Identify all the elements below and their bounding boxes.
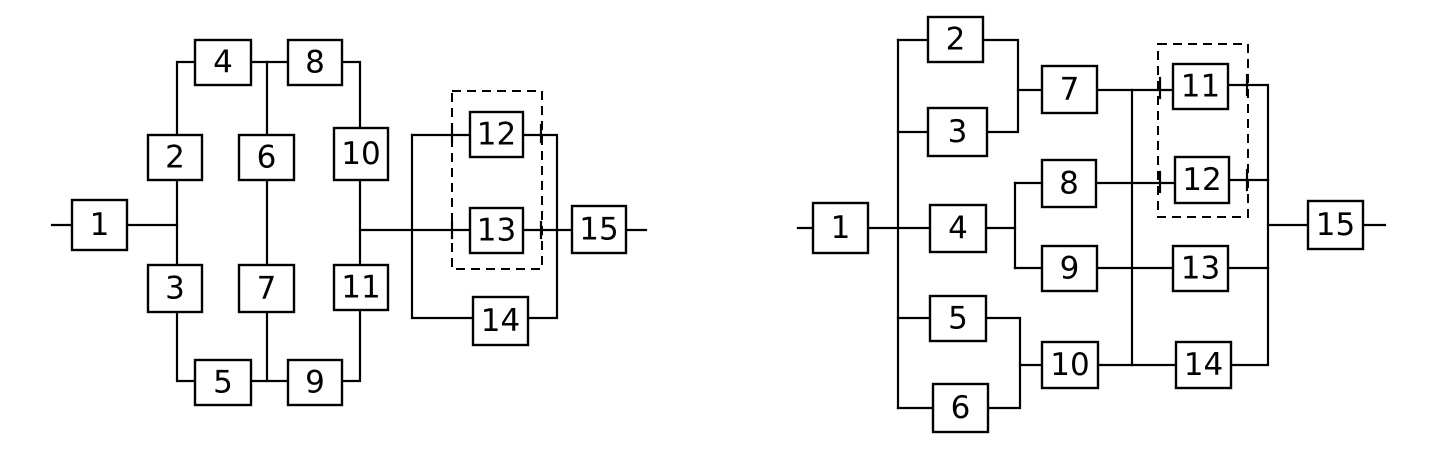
- diagram-left-block-3: 3: [146, 263, 204, 314]
- diagram-right-block-13: 13: [1171, 244, 1230, 293]
- diagram-right-block-10: 10: [1040, 340, 1100, 390]
- block-label: 15: [579, 212, 618, 248]
- block-label: 2: [165, 140, 185, 176]
- block-label: 7: [1060, 72, 1080, 108]
- diagram-left-block-7: 7: [237, 263, 296, 314]
- diagram-right-block-2: 2: [926, 15, 985, 64]
- diagram-right-block-4: 4: [928, 203, 988, 254]
- block-label: 8: [1059, 166, 1079, 202]
- block-label: 8: [305, 45, 325, 81]
- diagram-right-block-9: 9: [1040, 244, 1099, 293]
- diagram-left-block-14: 14: [471, 295, 530, 347]
- block-label: 3: [948, 114, 968, 150]
- block-label: 13: [477, 213, 516, 249]
- diagram-left-block-1: 1: [70, 198, 129, 252]
- diagram-left-block-4: 4: [193, 38, 253, 87]
- diagram-right-block-11: 11: [1171, 62, 1230, 111]
- block-label: 4: [948, 211, 968, 247]
- diagram-right-block-14: 14: [1174, 340, 1233, 390]
- diagram-right-block-12: 12: [1173, 155, 1231, 205]
- diagram-right: 1 2 3 4 5 6 7 8: [796, 15, 1387, 434]
- diagram-left-block-12: 12: [468, 110, 525, 159]
- diagram-right-block-7: 7: [1040, 64, 1099, 115]
- diagram-left-block-13: 13: [468, 206, 525, 255]
- block-label: 6: [257, 140, 277, 176]
- diagram-left-block-11: 11: [332, 263, 390, 312]
- diagram-right-block-3: 3: [926, 106, 989, 158]
- diagram-left: 1 2 3 4 5 6 7 8: [50, 38, 648, 407]
- diagram-left-block-8: 8: [286, 38, 344, 87]
- diagram-left-dashed-group: [451, 90, 543, 270]
- diagram-right-block-1: 1: [811, 201, 870, 255]
- block-label: 1: [90, 207, 110, 243]
- block-label: 5: [213, 365, 233, 401]
- block-label: 3: [165, 271, 185, 307]
- block-label: 13: [1181, 251, 1220, 287]
- block-label: 5: [948, 301, 968, 337]
- block-label: 11: [1181, 69, 1220, 105]
- diagram-right-block-5: 5: [928, 294, 988, 343]
- diagram-right-wires: [796, 38, 1387, 410]
- block-label: 1: [831, 210, 851, 246]
- block-label: 10: [1050, 347, 1089, 383]
- diagram-left-wires: [50, 60, 648, 383]
- diagram-left-block-5: 5: [193, 358, 253, 407]
- diagram-left-block-6: 6: [237, 133, 296, 182]
- block-label: 9: [305, 365, 325, 401]
- diagram-right-block-8: 8: [1040, 158, 1098, 209]
- diagram-left-block-10: 10: [332, 126, 390, 182]
- block-label: 6: [951, 390, 971, 426]
- diagram-left-block-15: 15: [570, 204, 628, 255]
- diagram-right-block-15: 15: [1306, 199, 1365, 251]
- block-label: 7: [257, 271, 277, 307]
- block-label: 2: [946, 22, 966, 58]
- diagram-left-block-9: 9: [286, 358, 344, 407]
- block-label: 14: [1184, 347, 1223, 383]
- diagram-left-block-2: 2: [146, 133, 204, 182]
- block-label: 12: [1182, 162, 1221, 198]
- block-label: 11: [341, 270, 380, 306]
- block-label: 9: [1060, 251, 1080, 287]
- block-label: 10: [341, 136, 380, 172]
- block-label: 14: [481, 303, 520, 339]
- diagram-right-block-6: 6: [931, 382, 990, 434]
- block-label: 4: [213, 45, 233, 81]
- diagram-right-dashed-group: [1157, 43, 1249, 218]
- block-label: 12: [477, 117, 516, 153]
- block-label: 15: [1316, 207, 1355, 243]
